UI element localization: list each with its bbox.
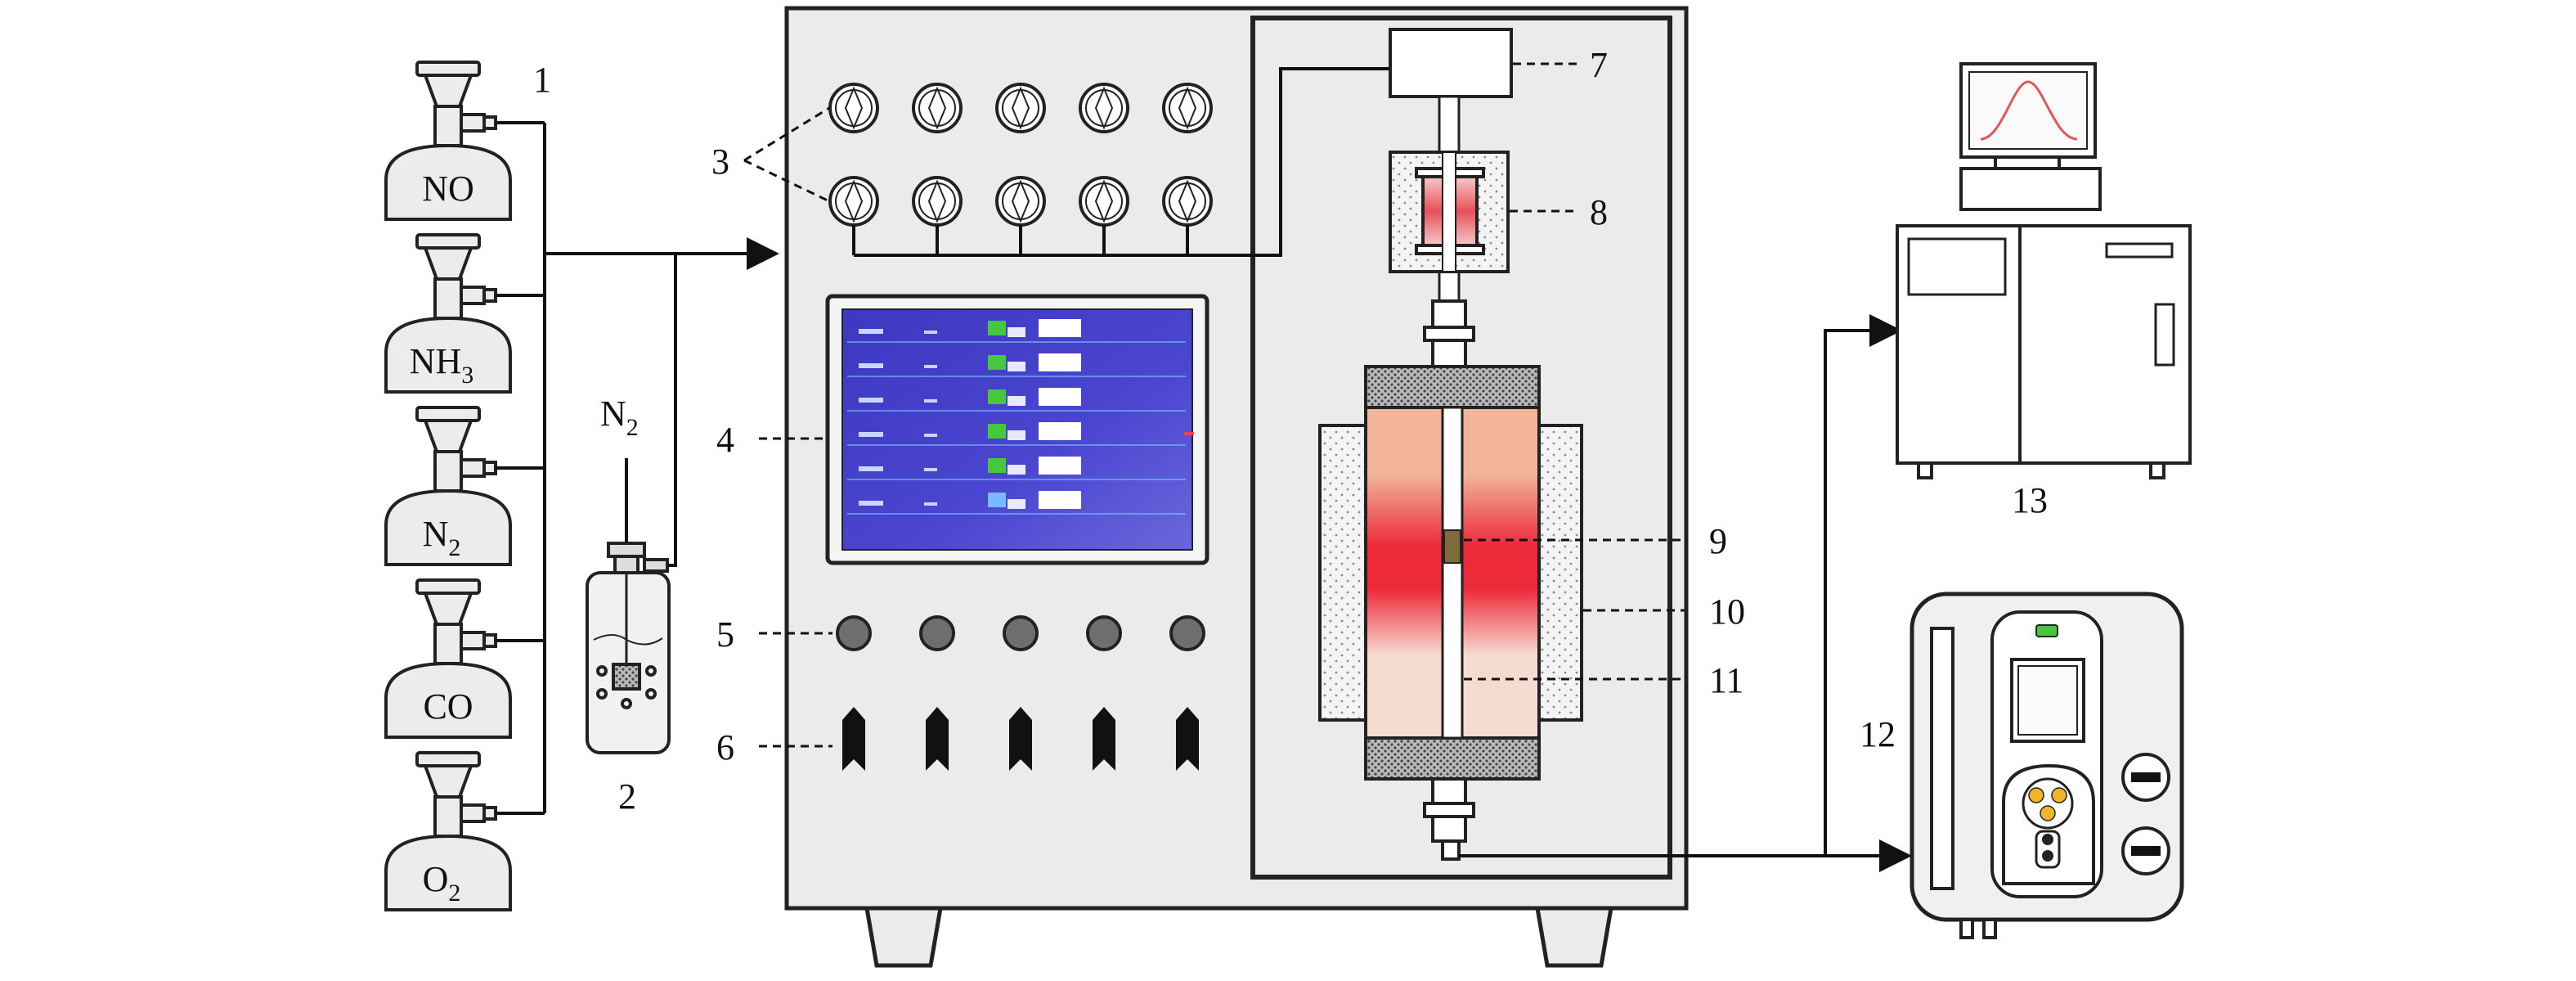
outlet-piping — [1459, 314, 1912, 872]
valve-icon — [1176, 707, 1199, 771]
gas-cylinder-icon — [384, 578, 512, 739]
pressure-gauge-icon — [912, 176, 963, 227]
knob-icon — [836, 615, 872, 651]
pressure-gauge-icon — [1162, 176, 1213, 227]
water-saturator — [586, 458, 671, 754]
tube-furnace-icon — [1318, 365, 1583, 781]
leader-3 — [743, 106, 830, 203]
cylinder-label-o2: O2 — [423, 859, 461, 907]
gas-cylinder-icon — [384, 406, 512, 566]
flow-meter-icon — [1162, 83, 1213, 133]
label-10: 10 — [1709, 592, 1745, 632]
mixing-chamber — [1389, 28, 1513, 98]
label-11: 11 — [1709, 660, 1744, 700]
saturator-line — [667, 254, 677, 567]
gas-manifold — [496, 121, 779, 815]
knob-icon — [1169, 615, 1205, 651]
label-1: 1 — [533, 60, 551, 100]
chromatogram-peak — [1980, 80, 2078, 141]
valve-row — [842, 707, 1199, 771]
knob-row — [836, 615, 1205, 651]
label-2: 2 — [618, 776, 636, 817]
cylinder-label-no: NO — [422, 169, 474, 209]
cylinder-label-co: CO — [423, 686, 473, 727]
pressure-gauge-icon — [1079, 176, 1129, 227]
flow-meter-icon — [828, 83, 879, 133]
cylinder-labels: NO NH3 N2 CO O2 — [410, 169, 474, 907]
flow-meter-icon — [1079, 83, 1129, 133]
label-7: 7 — [1590, 45, 1608, 85]
saturator-gas-label: N2 — [600, 394, 639, 441]
label-8: 8 — [1590, 192, 1608, 232]
knob-icon — [1086, 615, 1122, 651]
pressure-gauge-icon — [828, 176, 879, 227]
gauge-piping — [852, 67, 1390, 257]
label-3: 3 — [711, 142, 729, 182]
valve-icon — [1093, 707, 1115, 771]
label-9: 9 — [1709, 521, 1727, 561]
label-5: 5 — [716, 614, 734, 655]
valve-icon — [926, 707, 949, 771]
flow-meter-array — [828, 83, 1213, 227]
tube-fittings-lower — [1423, 777, 1475, 861]
gas-cylinder-icon — [384, 751, 512, 911]
label-13: 13 — [2012, 480, 2048, 520]
flow-meter-icon — [912, 83, 963, 133]
valve-icon — [1009, 707, 1032, 771]
label-12: 12 — [1860, 714, 1896, 754]
heater-icon — [1389, 151, 1510, 273]
touch-screen — [825, 294, 1209, 565]
tube-fittings-upper — [1423, 299, 1475, 368]
gas-cylinder-bank — [384, 61, 512, 911]
cylinder-label-n2: N2 — [423, 514, 461, 561]
knob-icon — [1003, 615, 1039, 651]
flow-meter-icon — [995, 83, 1046, 133]
label-4: 4 — [716, 420, 734, 460]
knob-icon — [919, 615, 955, 651]
gas-chromatograph-icon — [1896, 62, 2192, 479]
gas-analyzer-icon — [1910, 592, 2184, 939]
valve-icon — [842, 707, 865, 771]
label-6: 6 — [716, 727, 734, 767]
gas-cylinder-icon — [384, 61, 512, 221]
catalyst-bed — [1443, 529, 1461, 564]
cylinder-label-nh3: NH3 — [410, 341, 474, 389]
pressure-gauge-icon — [995, 176, 1046, 227]
gas-cylinder-icon — [384, 233, 512, 394]
